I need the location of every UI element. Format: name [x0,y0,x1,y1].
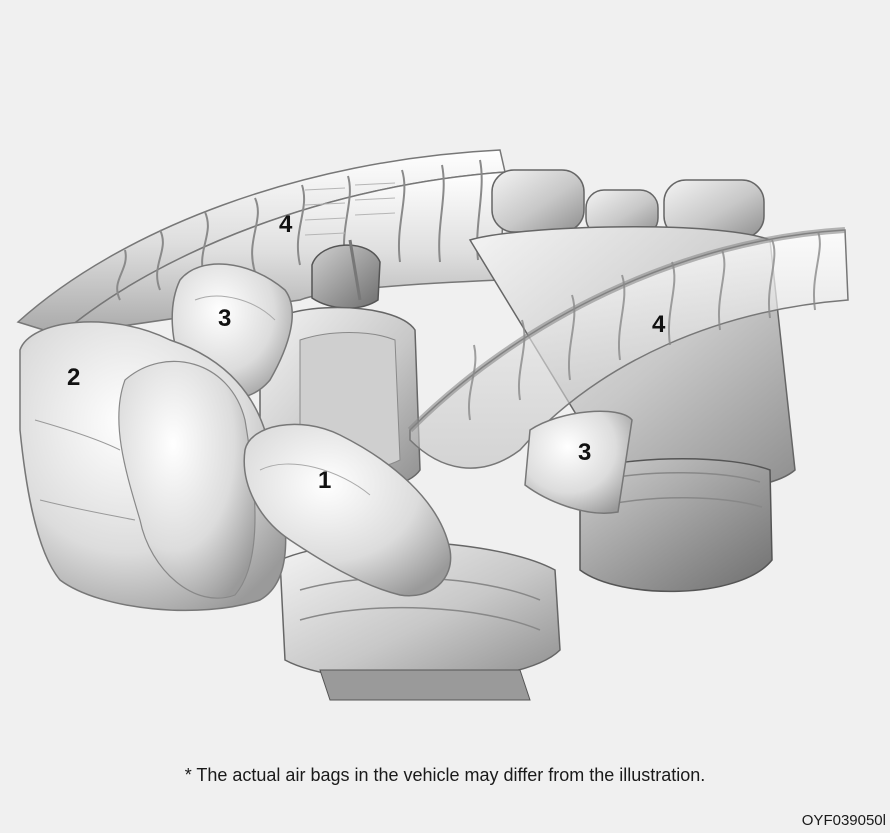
figure-code: OYF039050l [802,812,886,829]
callout-front-airbag-driver: 2 [67,364,80,391]
callout-curtain-airbag-left: 4 [279,211,293,238]
callout-side-airbag-front: 3 [218,305,231,332]
callout-curtain-airbag-right: 4 [652,311,666,338]
callout-front-airbag-passenger: 1 [318,467,331,494]
callout-side-airbag-rear: 3 [578,439,591,466]
airbag-illustration: 1 2 3 3 4 4 [0,0,890,740]
illustration-caption: * The actual air bags in the vehicle may… [0,765,890,786]
